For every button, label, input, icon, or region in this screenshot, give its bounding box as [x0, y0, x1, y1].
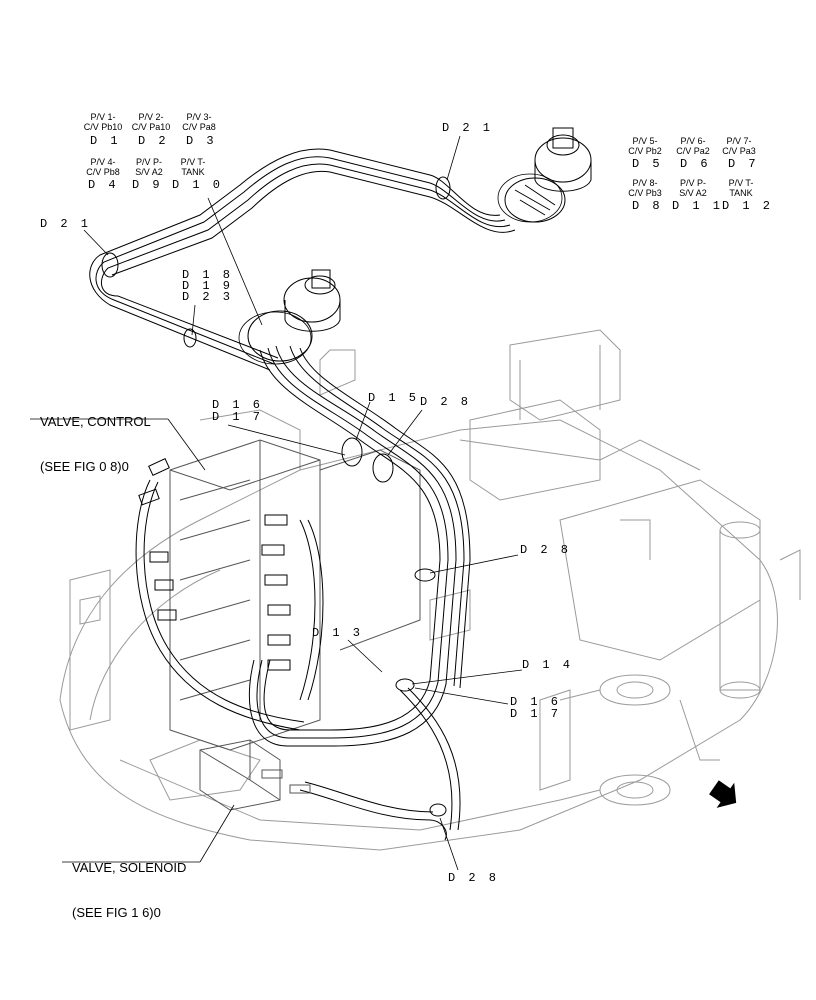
port-desc-d5: P/V 5- C/V Pb2: [628, 136, 662, 156]
port-code-d8: D 8: [632, 199, 663, 213]
pilot-valve-right: [504, 127, 592, 223]
ref-d16-low: D 1 6: [510, 695, 562, 709]
valve-solenoid-reference: (SEE FIG 1 6)0: [72, 905, 161, 920]
control-valve-block: [169, 439, 421, 751]
ref-d17-top: D 1 7: [212, 410, 264, 424]
port-desc-d9: P/V P- S/V A2: [135, 157, 163, 177]
ref-d23: D 2 3: [182, 290, 234, 304]
port-desc-d1: P/V 1- C/V Pb10: [83, 112, 123, 132]
pilot-valve-left: [247, 269, 341, 362]
hose-clamps: [101, 176, 451, 817]
machine-frame-outline: [59, 329, 801, 851]
port-desc-d11: P/V P- S/V A2: [679, 178, 707, 198]
port-desc-d3: P/V 3- C/V Pa8: [182, 112, 216, 132]
ref-d17-low: D 1 7: [510, 707, 562, 721]
port-desc-d2: P/V 2- C/V Pa10: [131, 112, 171, 132]
valve-solenoid-title: VALVE, SOLENOID: [72, 860, 187, 875]
ref-d21-top: D 2 1: [442, 121, 494, 135]
port-code-d4: D 4: [88, 178, 119, 192]
ref-d18: D 1 8: [182, 268, 234, 282]
port-code-d3: D 3: [186, 134, 217, 148]
front-direction-arrow-icon: [709, 780, 737, 808]
hose-bundle-upper: [89, 148, 516, 371]
ref-d28-bottom: D 2 8: [448, 871, 500, 885]
ref-d21-left: D 2 1: [40, 217, 92, 231]
ref-d15: D 1 5: [368, 391, 420, 405]
ref-d13: D 1 3: [312, 626, 364, 640]
valve-control-callout: VALVE, CONTROL (SEE FIG 0 8)0: [40, 384, 151, 489]
port-code-d1: D 1: [90, 134, 121, 148]
valve-control-title: VALVE, CONTROL: [40, 414, 151, 429]
ref-d28-mid: D 2 8: [520, 543, 572, 557]
port-code-d7: D 7: [728, 157, 759, 171]
port-highlight-circles: [238, 173, 563, 365]
port-code-d5: D 5: [632, 157, 663, 171]
valve-control-reference: (SEE FIG 0 8)0: [40, 459, 129, 474]
ref-d14: D 1 4: [522, 658, 574, 672]
leader-lines: [30, 135, 523, 871]
port-code-d12: D 1 2: [722, 199, 774, 213]
port-desc-d8: P/V 8- C/V Pb3: [628, 178, 662, 198]
port-desc-d7: P/V 7- C/V Pa3: [722, 136, 756, 156]
port-code-d6: D 6: [680, 157, 711, 171]
port-desc-d6: P/V 6- C/V Pa2: [676, 136, 710, 156]
port-code-d2: D 2: [138, 134, 169, 148]
ref-d28-top: D 2 8: [420, 395, 472, 409]
port-code-d10: D 1 0: [172, 178, 224, 192]
ref-d16-top: D 1 6: [212, 398, 264, 412]
port-desc-d4: P/V 4- C/V Pb8: [86, 157, 120, 177]
valve-solenoid-callout: VALVE, SOLENOID (SEE FIG 1 6)0: [72, 830, 186, 935]
ref-d19: D 1 9: [182, 279, 234, 293]
port-code-d9: D 9: [132, 178, 163, 192]
solenoid-valve-block: [199, 739, 311, 811]
port-desc-d10: P/V T- TANK: [180, 157, 206, 177]
port-code-d11: D 1 1: [672, 199, 724, 213]
hose-bundle-main: [135, 345, 471, 841]
port-desc-d12: P/V T- TANK: [728, 178, 754, 198]
